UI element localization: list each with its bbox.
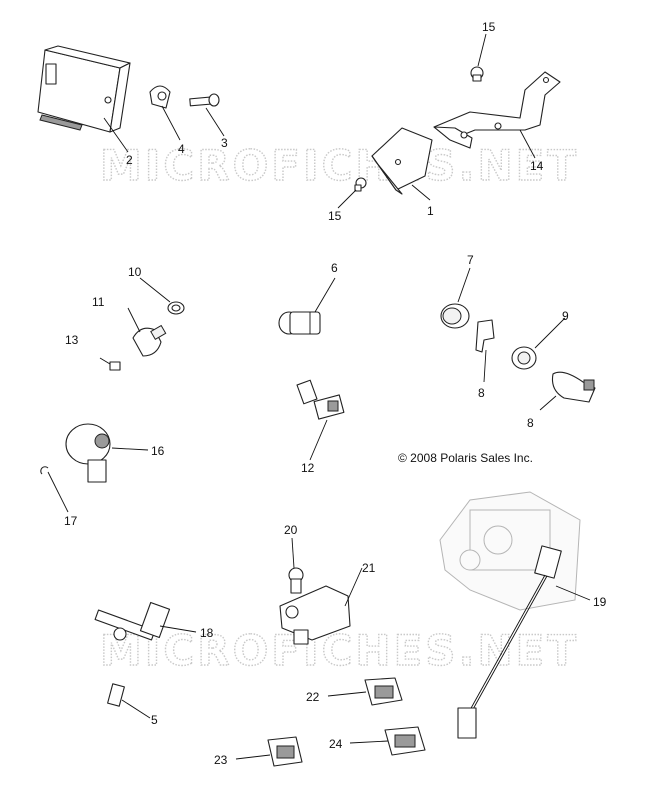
callout-18: 18 bbox=[200, 626, 214, 640]
part-13-screw bbox=[99, 357, 121, 371]
part-19-sensor-cable bbox=[457, 545, 562, 739]
callout-21: 21 bbox=[362, 561, 376, 575]
callout-15a: 15 bbox=[482, 20, 496, 34]
part-10-o-ring bbox=[167, 301, 185, 315]
part-22-switch bbox=[364, 677, 403, 706]
callout-13: 13 bbox=[65, 333, 79, 347]
callout-12: 12 bbox=[301, 461, 315, 475]
callout-23: 23 bbox=[214, 753, 228, 767]
callout-14: 14 bbox=[530, 159, 544, 173]
callout-19: 19 bbox=[593, 595, 607, 609]
part-6-fitting bbox=[278, 311, 321, 335]
part-11-sensor bbox=[132, 324, 167, 357]
callout-11: 11 bbox=[92, 295, 105, 309]
part-15-bolt-lower bbox=[354, 177, 367, 192]
part-3-bolt bbox=[189, 93, 220, 107]
callout-16: 16 bbox=[151, 444, 165, 458]
part-16-knock-sensor bbox=[65, 423, 111, 483]
callout-15b: 15 bbox=[328, 209, 342, 223]
part-7-cap bbox=[440, 303, 470, 329]
part-1-ecu bbox=[371, 127, 433, 195]
callout-5: 5 bbox=[151, 713, 158, 727]
callout-24: 24 bbox=[329, 737, 343, 751]
part-8-key bbox=[475, 319, 495, 353]
leader-lines bbox=[47, 33, 591, 760]
copyright-notice: © 2008 Polaris Sales Inc. bbox=[398, 451, 533, 465]
callout-7: 7 bbox=[467, 253, 474, 267]
part-15-nut-top bbox=[470, 66, 484, 82]
part-2-module-box bbox=[37, 45, 131, 133]
part-8-switch bbox=[551, 371, 596, 403]
callout-3: 3 bbox=[221, 136, 228, 150]
part-14-bracket bbox=[433, 71, 561, 149]
watermark-top: MICROFICHES.NET bbox=[100, 141, 579, 190]
part-9-ring bbox=[511, 346, 537, 370]
part-18-injector bbox=[94, 601, 171, 641]
part-24-switch bbox=[384, 726, 426, 756]
part-21-map-sensor bbox=[279, 585, 351, 645]
callout-1: 1 bbox=[427, 204, 434, 218]
callout-2: 2 bbox=[126, 153, 133, 167]
part-17-clip bbox=[40, 466, 49, 475]
callout-17: 17 bbox=[64, 514, 78, 528]
part-23-switch bbox=[267, 736, 303, 767]
part-5-sleeve bbox=[107, 683, 125, 707]
part-4-clamp bbox=[149, 85, 171, 109]
callout-8b: 8 bbox=[527, 416, 534, 430]
callout-20: 20 bbox=[284, 523, 298, 537]
callout-8a: 8 bbox=[478, 386, 485, 400]
watermark-bottom: MICROFICHES.NET bbox=[100, 626, 579, 675]
callout-22: 22 bbox=[306, 690, 320, 704]
callout-labels: 1 2 3 4 5 6 7 8 8 9 10 11 12 13 14 15 15… bbox=[64, 20, 607, 767]
part-20-bolt bbox=[288, 567, 304, 594]
part-12-temp-sensor bbox=[296, 379, 345, 420]
callout-4: 4 bbox=[178, 142, 185, 156]
callout-9: 9 bbox=[562, 309, 569, 323]
callout-6: 6 bbox=[331, 261, 338, 275]
callout-10: 10 bbox=[128, 265, 142, 279]
